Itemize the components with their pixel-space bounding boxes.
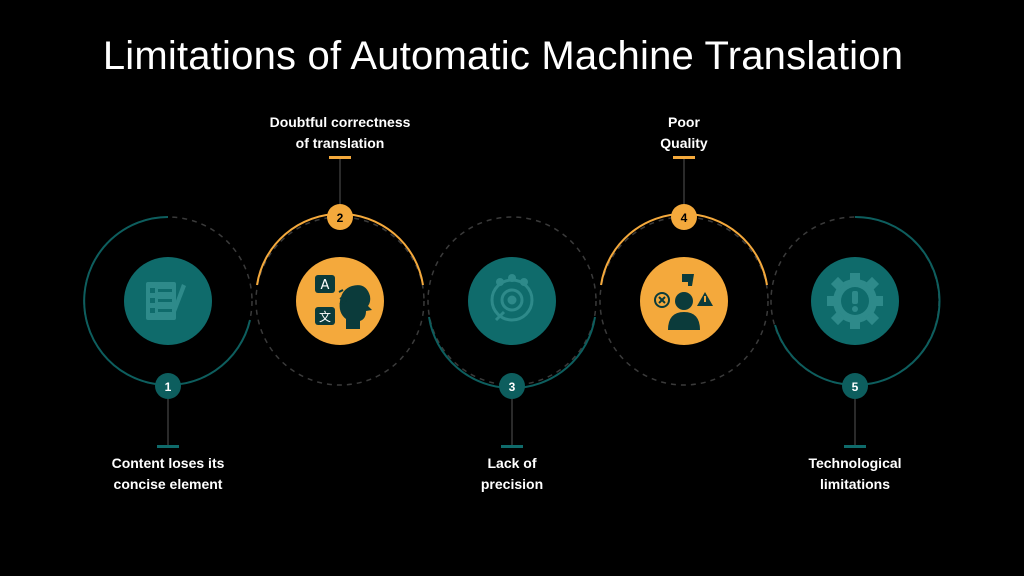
- step-number-4: 4: [681, 211, 688, 225]
- step-label-1-line2: concise element: [113, 476, 223, 492]
- step-number-2: 2: [337, 211, 344, 225]
- connector-bar-5: [844, 445, 866, 448]
- step-label-5-line2: limitations: [819, 476, 890, 492]
- step-number-3: 3: [509, 380, 516, 394]
- step-number-5: 5: [852, 380, 859, 394]
- gear-alert-icon: [827, 273, 883, 329]
- connector-bar-4: [673, 156, 695, 159]
- step-label-5: Technological limitations: [760, 453, 950, 495]
- step-label-3-line2: precision: [480, 476, 544, 492]
- step-label-4-line2: Quality: [660, 135, 708, 151]
- step-badge-5: 5: [842, 373, 868, 399]
- thumbs-down-warning-icon: [654, 274, 713, 330]
- svg-text:A: A: [321, 278, 330, 293]
- step-label-4-line1: Poor: [668, 114, 700, 130]
- dashed-ring: [255, 216, 425, 386]
- step-label-2-line2: of translation: [295, 135, 385, 151]
- step-badge-4: 4: [671, 204, 697, 230]
- svg-text:文: 文: [319, 309, 331, 324]
- step-label-4: Poor Quality: [589, 112, 779, 154]
- connector-bar-2: [329, 156, 351, 159]
- target-group-icon: [490, 274, 534, 322]
- step-label-2: Doubtful correctness of translation: [245, 112, 435, 154]
- connector-bar-3: [501, 445, 523, 448]
- step-number-1: 1: [165, 380, 172, 394]
- translate-speech-icon: A 文: [315, 275, 372, 329]
- dashed-ring: [599, 216, 769, 386]
- connector-bar-1: [157, 445, 179, 448]
- step-label-5-line1: Technological: [808, 455, 902, 471]
- accent-arc-5: [774, 215, 941, 386]
- step-label-1: Content loses its concise element: [73, 453, 263, 495]
- step-badge-1: 1: [155, 373, 181, 399]
- accent-arc-1: [83, 216, 251, 386]
- step-label-1-line1: Content loses its: [111, 455, 225, 471]
- step-badge-3: 3: [499, 373, 525, 399]
- page-title: Limitations of Automatic Machine Transla…: [102, 34, 904, 78]
- step-label-3-line1: Lack of: [487, 455, 537, 471]
- step-badge-2: 2: [327, 204, 353, 230]
- step-label-3: Lack of precision: [417, 453, 607, 495]
- checklist-icon: [146, 282, 186, 320]
- step-label-2-line1: Doubtful correctness: [269, 114, 411, 130]
